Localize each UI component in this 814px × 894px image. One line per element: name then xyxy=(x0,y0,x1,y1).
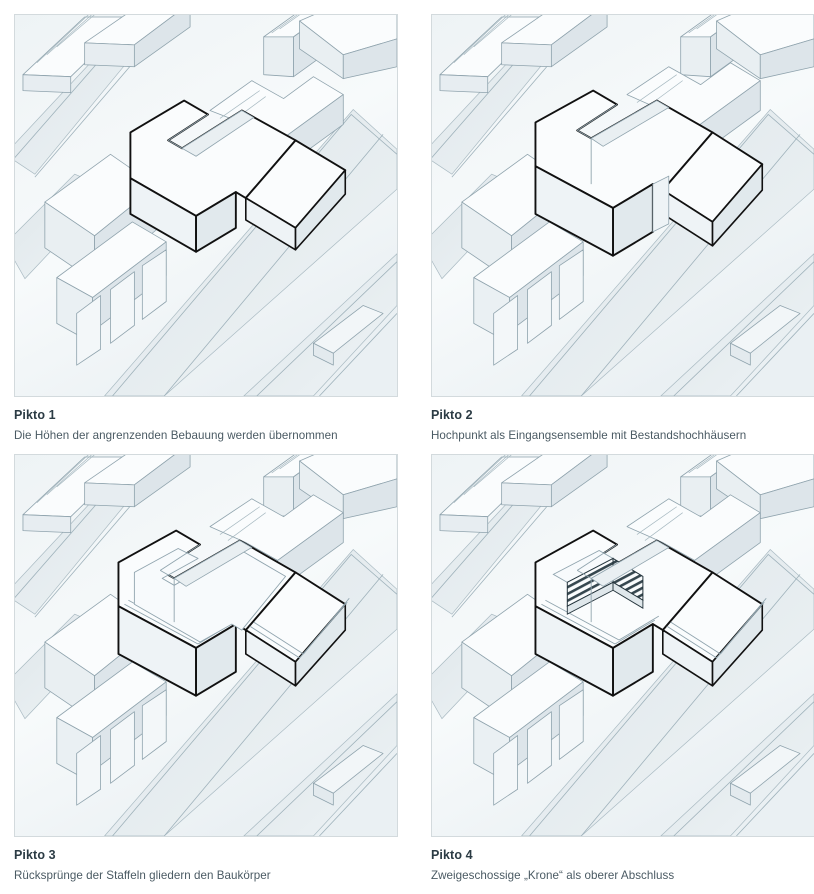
caption-title-3: Pikto 3 xyxy=(14,848,56,862)
road-edges xyxy=(15,15,397,396)
figure-frame-1 xyxy=(14,14,398,397)
main-massing-highlight xyxy=(534,89,764,257)
caption-1: Pikto 1 Die Höhen der angrenzenden Bebau… xyxy=(14,397,398,443)
main-massing-highlight xyxy=(129,99,347,253)
main-massing-highlight xyxy=(534,529,767,697)
caption-title-1: Pikto 1 xyxy=(14,408,56,422)
axonometric-drawing-4 xyxy=(432,455,814,836)
road-edges xyxy=(432,15,814,396)
setback-bands xyxy=(541,597,767,659)
caption-title-2: Pikto 2 xyxy=(431,408,473,422)
axonometric-drawing-3 xyxy=(15,455,397,836)
caption-text-2: Hochpunkt als Eingangsensemble mit Besta… xyxy=(431,428,747,442)
caption-3: Pikto 3 Rücksprünge der Staffeln glieder… xyxy=(14,837,398,883)
axonometric-drawing-2 xyxy=(432,15,814,396)
panel-pikto-3: Pikto 3 Rücksprünge der Staffeln glieder… xyxy=(14,454,400,894)
panel-pikto-1: Pikto 1 Die Höhen der angrenzenden Bebau… xyxy=(14,14,400,454)
caption-2: Pikto 2 Hochpunkt als Eingangsensemble m… xyxy=(431,397,814,443)
axonometric-drawing-1 xyxy=(15,15,397,396)
main-massing-highlight xyxy=(117,529,350,697)
figure-frame-2 xyxy=(431,14,814,397)
caption-4: Pikto 4 Zweigeschossige „Krone“ als ober… xyxy=(431,837,814,883)
caption-text-3: Rücksprünge der Staffeln gliedern den Ba… xyxy=(14,868,271,882)
context-buildings xyxy=(439,15,814,366)
panel-pikto-4: Pikto 4 Zweigeschossige „Krone“ als ober… xyxy=(431,454,814,894)
caption-text-1: Die Höhen der angrenzenden Bebauung werd… xyxy=(14,428,338,442)
figure-frame-3 xyxy=(14,454,398,837)
caption-text-4: Zweigeschossige „Krone“ als oberer Absch… xyxy=(431,868,675,882)
caption-title-4: Pikto 4 xyxy=(431,848,473,862)
panel-pikto-2: Pikto 2 Hochpunkt als Eingangsensemble m… xyxy=(431,14,814,454)
figure-frame-4 xyxy=(431,454,814,837)
